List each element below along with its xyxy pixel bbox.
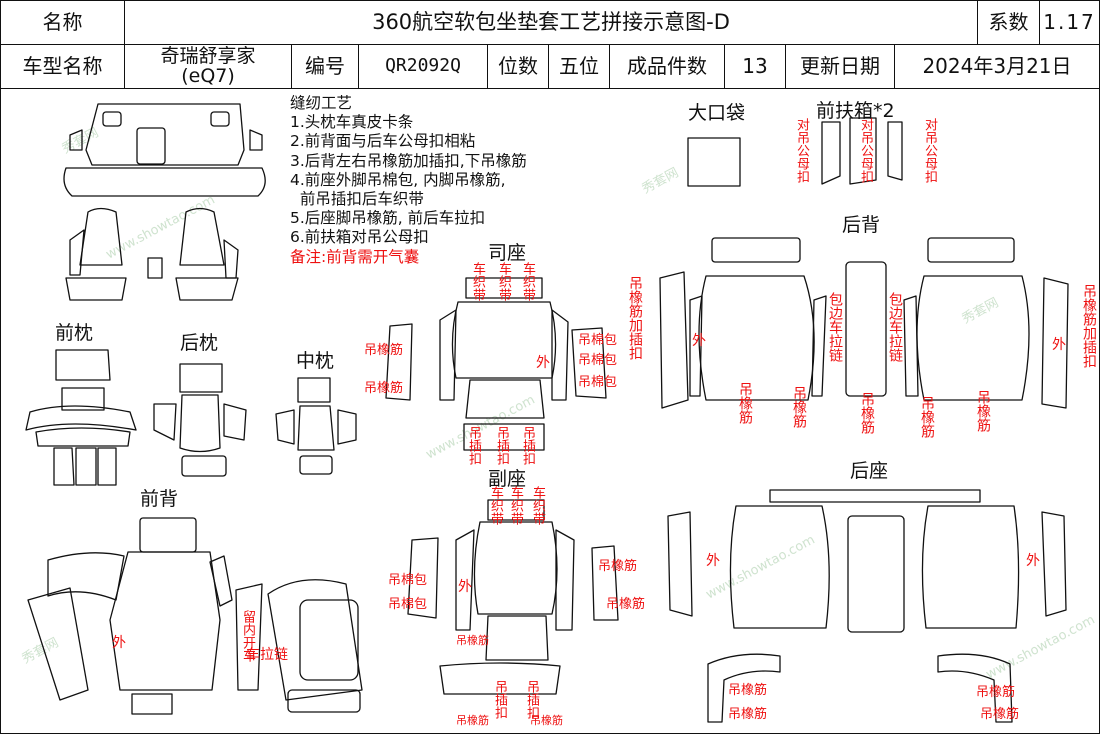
label-hang-elastic: 吊橡筋: [980, 707, 1020, 722]
label-hang-clip: 吊插扣: [466, 426, 481, 465]
label-hang-elastic: 吊橡筋: [737, 382, 753, 424]
label-hang-clip: 吊插扣: [492, 680, 507, 719]
label-hang-elastic: 吊橡筋: [728, 683, 768, 698]
notes-line: 前吊插扣后车织带: [290, 190, 424, 209]
label-edge-zip: 包边车拉链: [887, 292, 903, 362]
overview-rear-bench: [63, 103, 266, 197]
section-front-armrest: 前扶箱*2: [816, 100, 895, 122]
section-rear-back: 后背: [842, 214, 881, 236]
label-hang-snap: 对吊公母扣: [858, 118, 873, 183]
label-hang-snap: 对吊公母扣: [922, 118, 937, 183]
coef-label: 系数: [977, 0, 1040, 45]
label-hang-clip: 吊插扣: [520, 426, 535, 465]
pieces-label: 成品件数: [609, 44, 725, 89]
label-tie-band: 车织带: [520, 262, 535, 301]
driver-seat-pieces: [385, 277, 607, 451]
label-hang-cotton: 吊棉包: [388, 597, 428, 612]
car-name-line2: (eQ7): [181, 64, 235, 87]
label-hang-clip: 吊插扣: [524, 680, 539, 719]
date-label: 更新日期: [785, 44, 895, 89]
label-elastic-clip: 吊橡筋加插扣: [1081, 284, 1097, 368]
code-value: QR2092Q: [358, 44, 488, 89]
label-open-inner: 留内开车: [240, 610, 255, 662]
section-big-pocket: 大口袋: [688, 102, 746, 124]
front-armrest-pieces: [821, 117, 903, 185]
label-hang-elastic: 吊橡筋: [364, 381, 404, 396]
overview-front-seats: [65, 207, 239, 301]
notes-line: 1.头枕车真皮卡条: [290, 113, 414, 132]
label-hang-elastic: 吊橡筋: [791, 386, 807, 428]
label-hang-elastic: 吊橡筋: [976, 685, 1016, 700]
car-name-line1: 奇瑞舒享家: [160, 44, 256, 67]
seats-label: 位数: [487, 44, 549, 89]
section-front-headrest: 前枕: [55, 322, 94, 344]
label-zipper: 车拉链: [246, 647, 288, 663]
label-hang-elastic: 吊橡筋: [530, 714, 563, 727]
rear-back-pieces: [659, 237, 1069, 409]
label-hang-elastic: 吊橡筋: [456, 634, 489, 647]
car-label: 车型名称: [0, 44, 125, 89]
pieces-value: 13: [724, 44, 786, 89]
middle-headrest-pieces: [275, 377, 357, 475]
label-tie-band: 车织带: [496, 262, 511, 301]
header-table: 名称 360航空软包坐垫套工艺拼接示意图-D 系数 1.17 车型名称 奇瑞舒享…: [0, 0, 1100, 89]
notes-title: 缝纫工艺: [290, 94, 353, 112]
front-headrest-pieces: [25, 349, 137, 486]
label-hang-cotton: 吊棉包: [578, 333, 618, 348]
label-outer: 外: [706, 553, 720, 569]
label-hang-elastic: 吊橡筋: [598, 559, 638, 574]
notes-line: 3.后背左右吊橡筋加插扣,下吊橡筋: [290, 151, 527, 170]
section-middle-headrest: 中枕: [296, 350, 335, 372]
label-tie-band: 车织带: [470, 262, 485, 301]
notes-line: 5.后座脚吊橡筋, 前后车拉扣: [290, 209, 486, 228]
label-hang-elastic: 吊橡筋: [919, 396, 935, 438]
notes-line: 4.前座外脚吊棉包, 内脚吊橡筋,: [290, 170, 506, 189]
label-elastic-clip: 吊橡筋加插扣: [627, 276, 643, 360]
section-front-back: 前背: [140, 488, 179, 510]
notes-line: 2.前背面与后车公母扣相粘: [290, 132, 476, 151]
label-outer: 外: [112, 635, 126, 651]
label-outer: 外: [536, 355, 550, 371]
label-outer: 外: [692, 333, 706, 349]
seats-value: 五位: [548, 44, 610, 89]
label-hang-cotton: 吊棉包: [388, 573, 428, 588]
sewing-notes: 缝纫工艺 1.头枕车真皮卡条 2.前背面与后车公母扣相粘 3.后背左右吊橡筋加插…: [290, 94, 527, 267]
label-hang-elastic: 吊橡筋: [728, 707, 768, 722]
notes-line: 6.前扶箱对吊公母扣: [290, 228, 429, 247]
section-driver-seat: 司座: [488, 242, 527, 264]
code-label: 编号: [291, 44, 359, 89]
label-hang-elastic: 吊橡筋: [456, 714, 489, 727]
rear-seat-pieces: [667, 489, 1067, 723]
name-label: 名称: [0, 0, 125, 45]
label-hang-cotton: 吊棉包: [578, 353, 618, 368]
label-hang-snap: 对吊公母扣: [794, 118, 809, 183]
big-pocket-piece: [687, 137, 741, 187]
label-tie-band: 车织带: [488, 486, 503, 525]
passenger-seat-pieces: [407, 499, 619, 695]
label-outer: 外: [1052, 337, 1066, 353]
notes-remark: 备注:前背需开气囊: [290, 247, 420, 266]
label-hang-cotton: 吊棉包: [578, 375, 618, 390]
label-tie-band: 车织带: [530, 486, 545, 525]
section-rear-headrest: 后枕: [180, 332, 219, 354]
car-name: 奇瑞舒享家 (eQ7): [124, 44, 292, 89]
section-passenger-seat: 副座: [488, 468, 527, 490]
label-tie-band: 车织带: [508, 486, 523, 525]
label-outer: 外: [458, 579, 472, 595]
label-hang-elastic: 吊橡筋: [859, 392, 875, 434]
front-back-pieces: [27, 517, 363, 715]
label-edge-zip: 包边车拉链: [827, 292, 843, 362]
label-hang-elastic: 吊橡筋: [364, 343, 404, 358]
section-rear-seat: 后座: [850, 460, 889, 482]
label-hang-elastic: 吊橡筋: [606, 597, 646, 612]
rear-headrest-pieces: [153, 363, 247, 477]
label-hang-elastic: 吊橡筋: [975, 390, 991, 432]
label-outer: 外: [1026, 553, 1040, 569]
label-hang-clip: 吊插扣: [494, 426, 509, 465]
